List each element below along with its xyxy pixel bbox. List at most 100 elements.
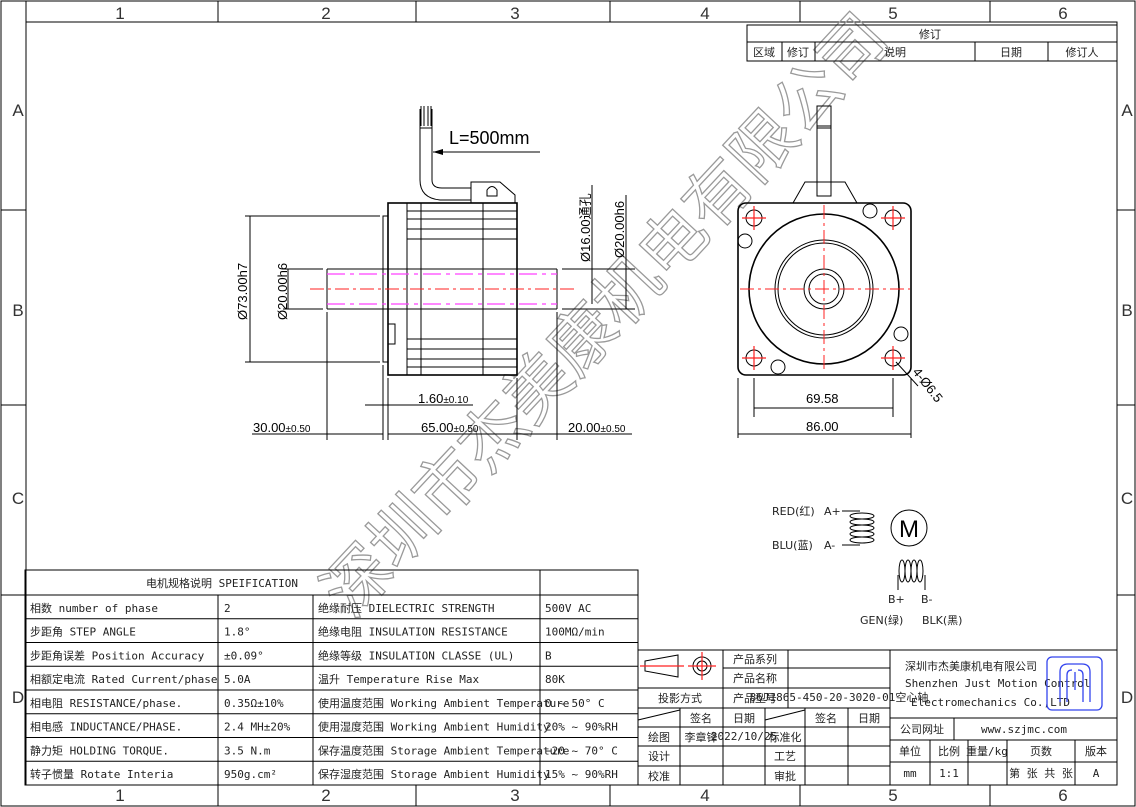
flange-thickness-dim: 1.60±0.10 (418, 391, 469, 406)
spec-label: 温升 Temperature Rise Max (318, 673, 479, 686)
wire-blk-label: BLK(黑) (922, 614, 962, 627)
pages-label: 页数 (1030, 745, 1052, 758)
spec-title: 电机规格说明 SPEIFICATION (146, 576, 298, 590)
pages-value: 第 张 共 张 (1009, 766, 1073, 780)
column-label: 2 (321, 4, 330, 23)
wiring-diagram: RED(红) A+ BLU(蓝) A- M B+ B- GEN(绿) BLK(黑… (772, 505, 962, 627)
column-label: 6 (1058, 786, 1067, 805)
spec-value: 1.8° (224, 626, 251, 639)
spec-label: 绝缘电阻 INSULATION RESISTANCE (318, 625, 508, 639)
product-model-value: 86J1865-450-20-3020-01空心轴 (750, 690, 929, 704)
spec-label: 使用湿度范围 Working Ambient Humidity (318, 720, 550, 734)
scale-value: 1:1 (939, 767, 959, 780)
revision-header: 修订 (787, 45, 809, 59)
spec-value: 20% ~ 90%RH (545, 721, 618, 734)
approve-label: 审批 (774, 769, 796, 783)
version-label: 版本 (1085, 744, 1107, 758)
spec-label: 相额定电流 Rated Current/phase (30, 672, 217, 686)
column-label: 1 (115, 786, 124, 805)
width-dim: 86.00 (806, 419, 839, 434)
spec-label: 相电阻 RESISTANCE/phase. (30, 697, 182, 710)
wire-a-plus-label: A+ (824, 505, 841, 518)
spec-value: 950g.cm² (224, 768, 277, 781)
scale-label: 比例 (938, 744, 960, 758)
company-logo (1046, 656, 1103, 711)
motor-symbol (890, 509, 928, 547)
sign-header: 签名 (690, 711, 712, 725)
side-view: L=500mm Ø73.00h7 Ø20.00h6 Ø16.00通孔 Ø20.0… (235, 106, 635, 440)
spec-value: −20 ~ 70° C (545, 744, 618, 757)
column-label: 4 (700, 786, 709, 805)
row-label: D (1121, 688, 1133, 707)
body-length-dim: 65.00±0.50 (421, 420, 479, 435)
title-block: 产品系列 产品名称 投影方式 产品型号 86J1865-450-20-3020-… (637, 649, 1118, 786)
company-name-cn: 深圳市杰美康机电有限公司 (905, 659, 1037, 673)
left-shaft-length-dim: 30.00±0.50 (253, 420, 311, 435)
check-label: 校准 (648, 769, 670, 783)
row-label: A (12, 101, 24, 120)
column-label: 3 (510, 4, 519, 23)
revision-header: 说明 (884, 45, 906, 59)
company-name-en: Electromechanics Co.,LTD (911, 696, 1070, 709)
column-label: 3 (510, 786, 519, 805)
weight-label: 重量/kg (966, 744, 1008, 758)
date-header: 日期 (858, 712, 880, 725)
projection-label: 投影方式 (658, 691, 702, 705)
shaft-diameter-right-dim: Ø20.00h6 (612, 201, 627, 258)
watermark: 深圳市杰美康机电有限公司 (307, 0, 903, 631)
spec-label: 绝缘耐压 DIELECTRIC STRENGTH (318, 601, 494, 615)
spec-label: 相电感 INDUCTANCE/PHASE. (30, 721, 182, 734)
company-name-en: Shenzhen Just Motion Control (905, 677, 1090, 690)
spec-value: 15% ~ 90%RH (545, 768, 618, 781)
unit-label: 单位 (899, 744, 921, 758)
column-label: 5 (888, 786, 897, 805)
spec-label: 绝缘等级 INSULATION CLASSE (UL) (318, 648, 514, 662)
spec-label: 相数 number of phase (30, 602, 158, 615)
spec-label: 步距角 STEP ANGLE (30, 626, 136, 639)
body-diameter-dim: Ø73.00h7 (235, 263, 250, 320)
product-model-label: 产品型号 (733, 691, 777, 705)
website-label: 公司网址 (900, 722, 944, 736)
drawn-date: 2022/10/25 (711, 730, 777, 743)
column-label: 4 (700, 4, 709, 23)
wire-gen-label: GEN(绿) (860, 613, 903, 627)
spec-value: B (545, 649, 552, 662)
version-value: A (1093, 767, 1100, 780)
spec-table: 电机规格说明 SPEIFICATION 相数 number of phase 2 绝… (24, 569, 639, 786)
wire-a-minus-label: A- (824, 539, 835, 552)
coil-b (897, 559, 926, 590)
hole-spacing-dim: 69.58 (806, 391, 839, 406)
wire-b-plus-label: B+ (888, 593, 905, 606)
column-label: 5 (888, 4, 897, 23)
revision-header: 区域 (753, 46, 775, 59)
right-shaft-length-dim: 20.00±0.50 (568, 420, 626, 435)
wire-red-label: RED(红) (772, 505, 815, 518)
spec-value: 2.4 MH±20% (224, 721, 291, 734)
row-label: A (1121, 101, 1133, 120)
revision-title: 修订 (919, 27, 941, 41)
spec-label: 步距角误差 Position Accuracy (30, 648, 205, 662)
row-label: D (12, 688, 24, 707)
sign-header: 签名 (815, 711, 837, 725)
spec-label: 使用温度范围 Working Ambient Temperature (318, 696, 569, 710)
revision-header: 日期 (1000, 46, 1022, 59)
drawn-label: 绘图 (648, 730, 670, 744)
spec-value: 5.0A (224, 673, 251, 686)
cable-length-label: L=500mm (449, 128, 530, 148)
spec-label: 转子惯量 Rotate Interia (30, 767, 173, 781)
row-label: C (12, 489, 24, 508)
spec-value: 80K (545, 673, 565, 686)
shaft-diameter-dim: Ø20.00h6 (275, 263, 290, 320)
spec-value: 500V AC (545, 602, 591, 615)
row-label: B (1121, 301, 1132, 320)
spec-value: 2 (224, 602, 231, 615)
revision-header: 修订人 (1066, 45, 1099, 59)
spec-value: 100MΩ/min (545, 626, 605, 639)
standardize-label: 标准化 (769, 730, 802, 744)
spec-value: 3.5 N.m (224, 744, 271, 757)
spec-label: 静力矩 HOLDING TORQUE. (30, 743, 169, 757)
spec-value: ±0.09° (224, 649, 264, 662)
product-name-label: 产品名称 (733, 671, 777, 685)
